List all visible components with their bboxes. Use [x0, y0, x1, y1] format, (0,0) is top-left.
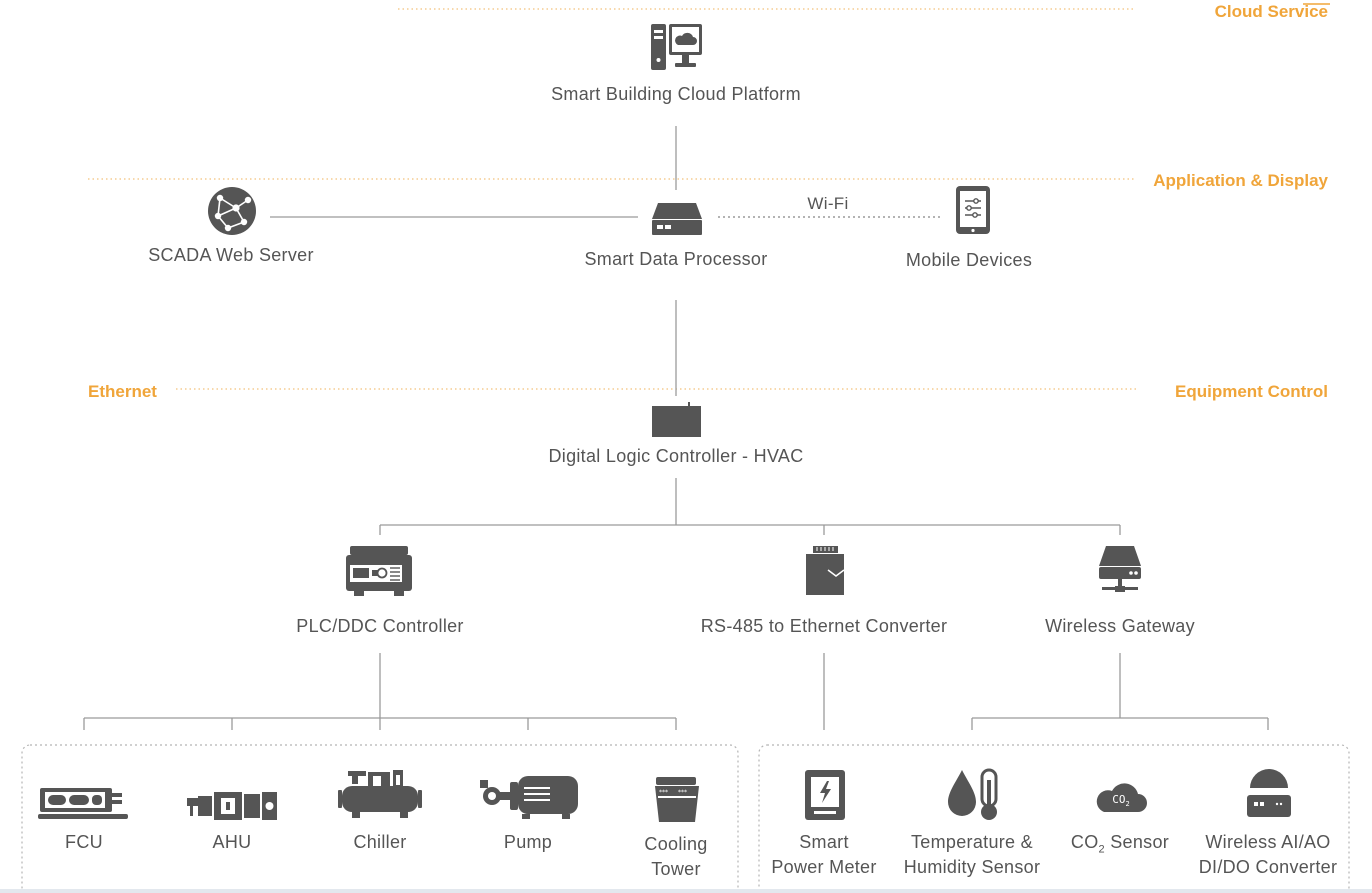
co2-label-suffix: Sensor — [1104, 832, 1170, 852]
co2-cloud-shape — [1096, 783, 1147, 812]
layer-label-ethernet: Ethernet — [88, 382, 157, 401]
power-meter-label-line2: Power Meter — [771, 857, 877, 877]
bottom-edge-strip — [0, 889, 1372, 893]
temperature-humidity-label-line1: Temperature & — [911, 832, 1033, 852]
temperature-humidity-label: Temperature & Humidity Sensor — [904, 830, 1041, 880]
dlc-label: Digital Logic Controller - HVAC — [548, 446, 804, 466]
plc-controller-icon — [346, 546, 412, 596]
cooling-tower-label-line2: Tower — [651, 859, 701, 879]
chiller-label: Chiller — [353, 832, 407, 852]
pump-label: Pump — [503, 832, 553, 852]
pump-icon — [480, 776, 578, 819]
wireless-converter-label-line1: Wireless AI/AO — [1205, 832, 1331, 852]
cloud-platform-label: Smart Building Cloud Platform — [551, 84, 801, 104]
wireless-gateway-label: Wireless Gateway — [1045, 616, 1195, 636]
co2-label-subscript: 2 — [1098, 843, 1105, 856]
wireless-converter-label-line2: DI/DO Converter — [1198, 857, 1338, 877]
rs485-converter-icon — [806, 546, 845, 595]
tablet-icon — [956, 186, 990, 234]
logic-controller-icon — [652, 402, 701, 437]
wireless-gateway-icon — [1099, 546, 1141, 592]
chiller-icon — [338, 770, 422, 818]
ahu-label: AHU — [212, 832, 252, 852]
power-meter-label-line1: Smart — [799, 832, 849, 852]
co2-icon-text: CO2 — [1094, 793, 1148, 811]
temperature-humidity-icon — [948, 768, 998, 820]
wireless-converter-icon — [1247, 769, 1291, 817]
sensor-group-box — [758, 744, 1350, 893]
co2-label-prefix: CO — [1070, 832, 1099, 852]
fcu-label: FCU — [65, 832, 103, 852]
data-processor-icon — [652, 203, 702, 235]
layer-label-equipment-control: Equipment Control — [1175, 382, 1328, 401]
power-meter-label: Smart Power Meter — [771, 830, 876, 880]
data-processor-label: Smart Data Processor — [584, 249, 768, 269]
power-meter-icon — [805, 770, 845, 820]
co2-sensor-label: CO2 Sensor — [1071, 830, 1169, 855]
wifi-label: Wi-Fi — [807, 194, 849, 213]
cooling-tower-label-line1: Cooling — [644, 834, 708, 854]
plc-label: PLC/DDC Controller — [296, 616, 464, 636]
equipment-group-box — [21, 744, 739, 893]
svg-text:***: *** — [678, 789, 687, 796]
mobile-devices-label: Mobile Devices — [905, 250, 1033, 270]
layer-label-application-display: Application & Display — [1153, 171, 1328, 190]
fcu-icon — [38, 788, 128, 819]
wireless-converter-label: Wireless AI/AO DI/DO Converter — [1199, 830, 1338, 880]
temperature-humidity-label-line2: Humidity Sensor — [903, 857, 1041, 877]
rs485-label: RS-485 to Ethernet Converter — [700, 616, 948, 636]
cooling-tower-label: Cooling Tower — [644, 832, 707, 882]
layer-label-cloud-service: Cloud Service — [1214, 2, 1328, 21]
cooling-tower-icon: *** *** — [655, 777, 699, 822]
co2-icon-text-main: CO — [1112, 793, 1126, 806]
ahu-icon — [187, 792, 277, 820]
cloud-server-icon — [651, 24, 702, 70]
co2-cloud-icon: CO2 — [1094, 780, 1148, 814]
scada-label: SCADA Web Server — [148, 245, 314, 265]
globe-network-icon — [208, 187, 256, 235]
svg-text:***: *** — [659, 789, 668, 796]
co2-icon-subscript: 2 — [1125, 800, 1130, 809]
